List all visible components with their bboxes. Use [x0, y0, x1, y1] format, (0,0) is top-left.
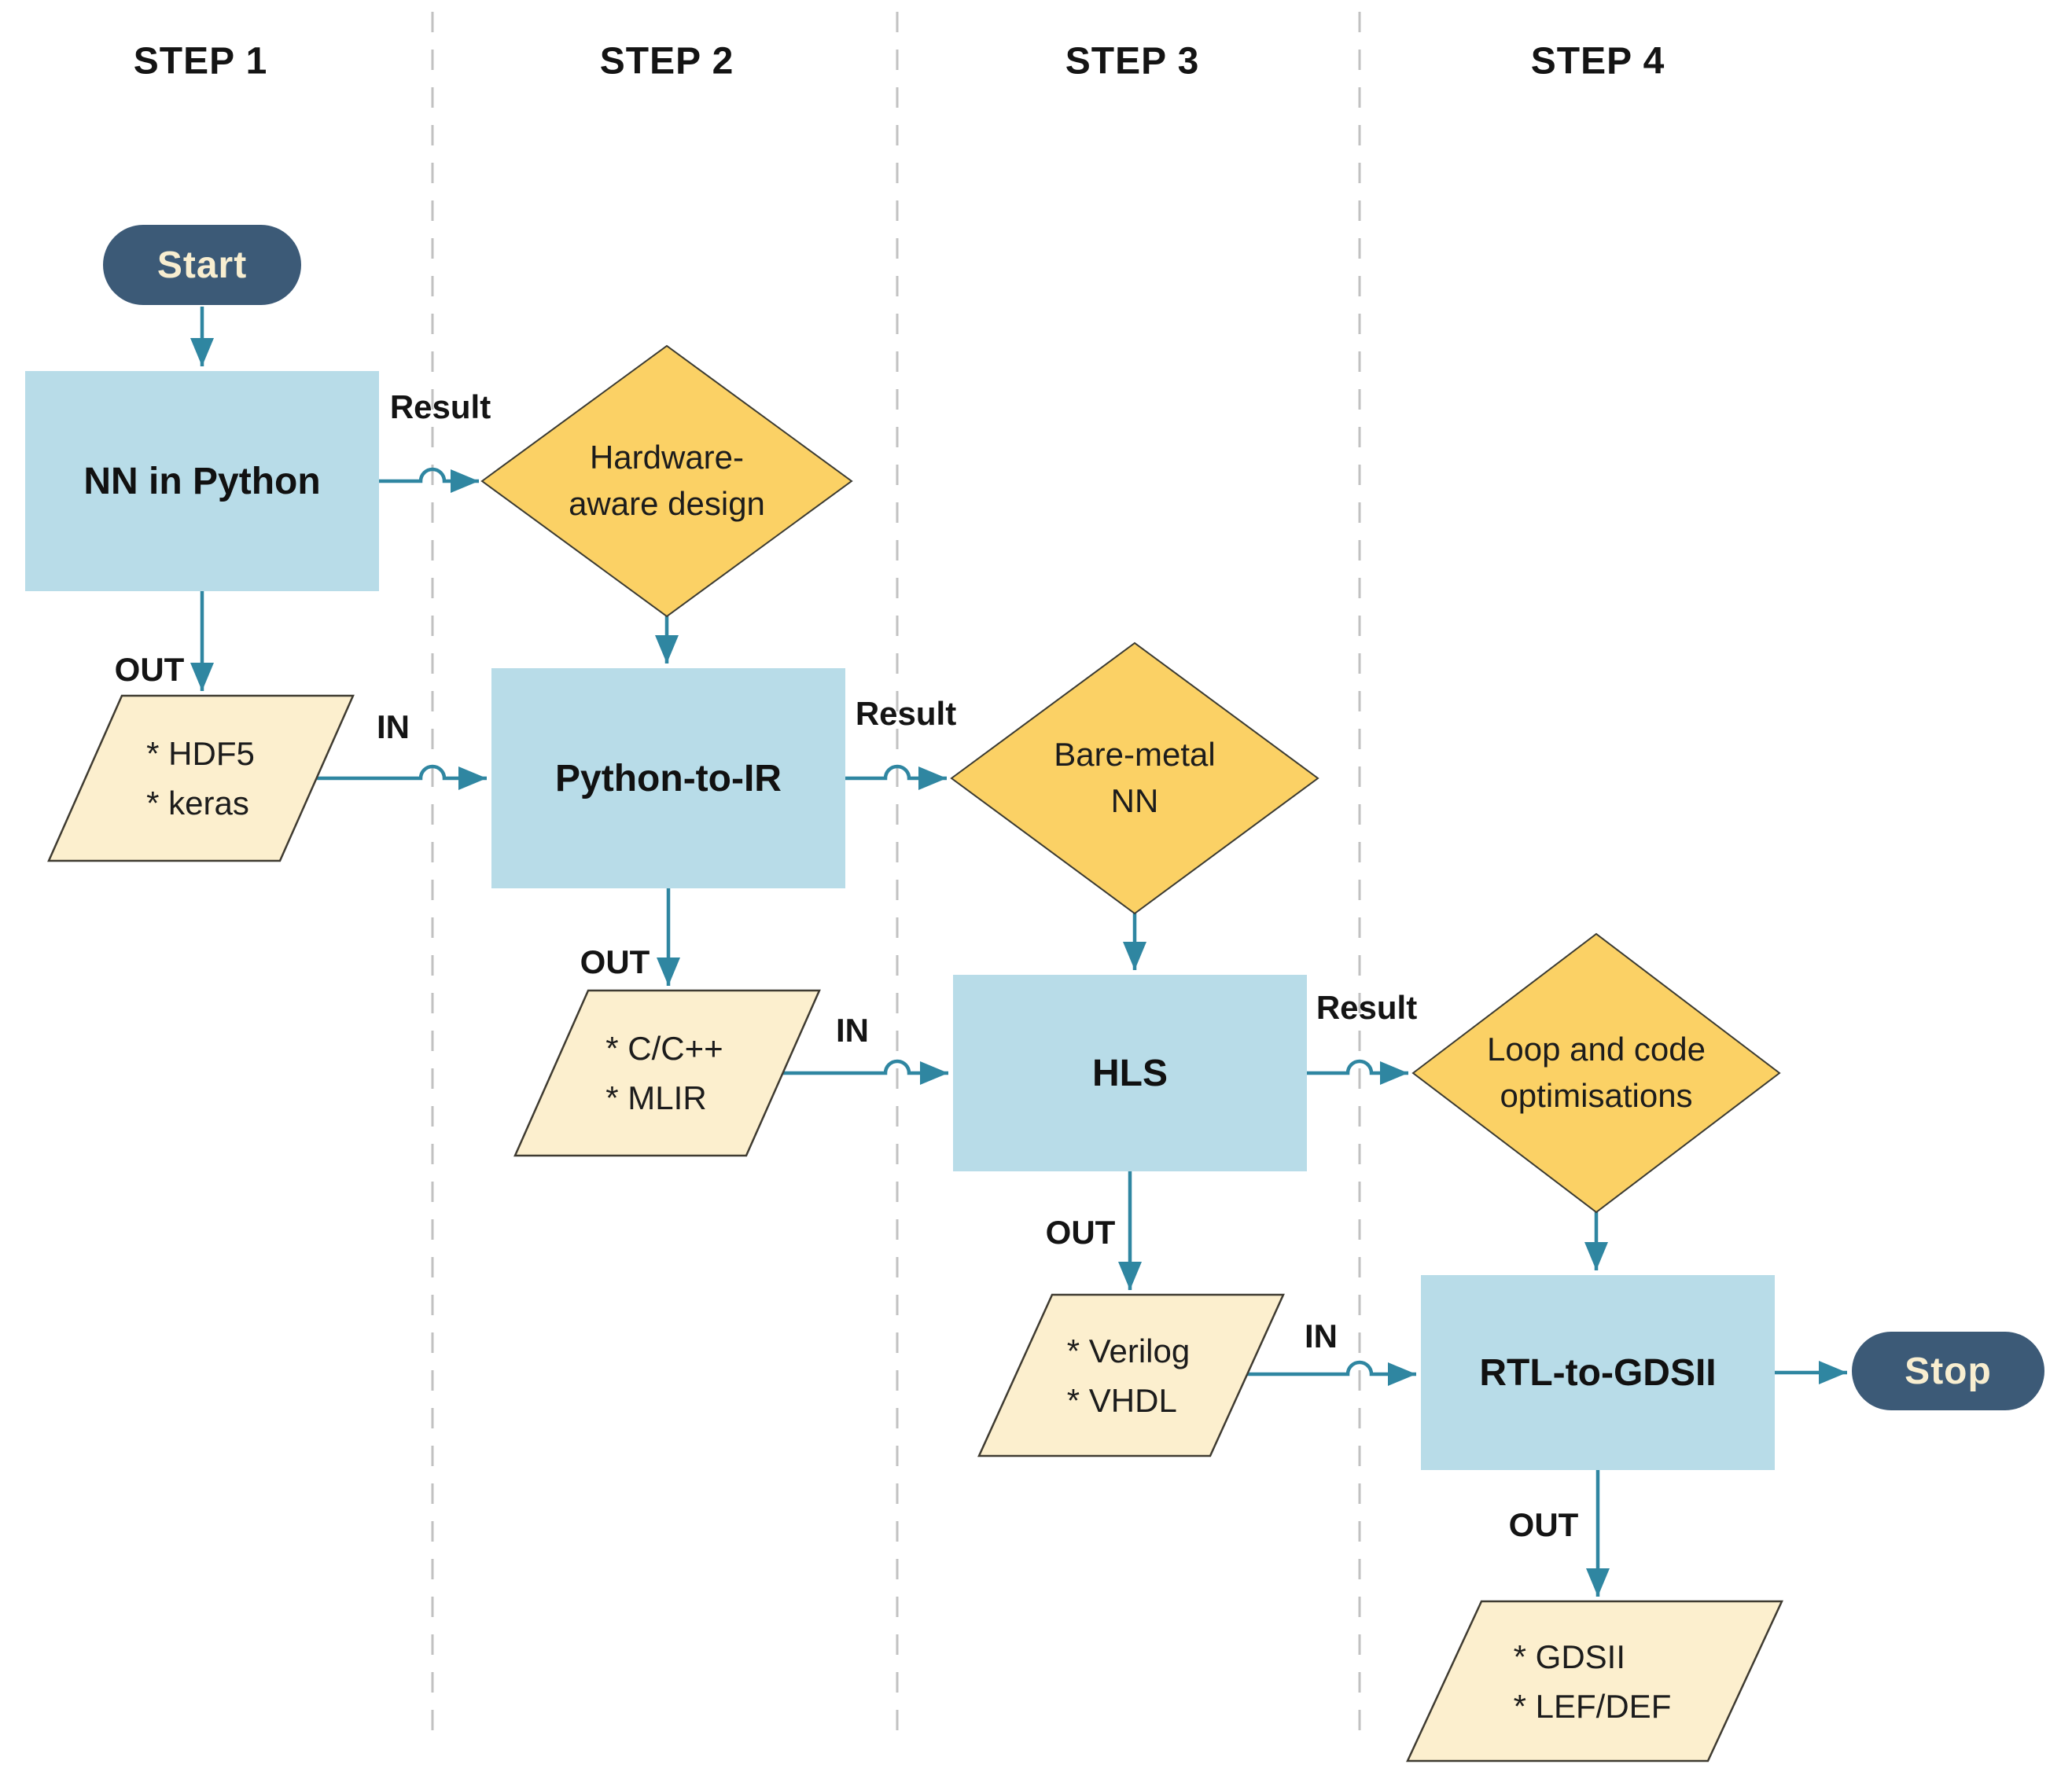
hls-process-shape — [953, 975, 1307, 1171]
edge-hdf5-keras-to-python-to-ir — [316, 764, 487, 790]
step-header-2: STEP 2 — [599, 40, 734, 83]
bare-metal-decision-shape — [950, 641, 1319, 915]
verilog-vhdl-node-label: * Verilog * VHDL — [995, 1295, 1262, 1456]
loop-opt-decision-shape — [1411, 932, 1781, 1214]
verilog-vhdl-data-shape — [977, 1293, 1285, 1457]
edge-verilog-vhdl-to-rtl — [1246, 1360, 1416, 1386]
edge-label-result-1: Result — [389, 388, 491, 425]
hdf5-keras-node-label: * HDF5 * keras — [67, 696, 334, 861]
nn-in-python-node-label: NN in Python — [83, 460, 321, 502]
python-to-ir-process-shape — [491, 668, 845, 888]
edge-label-result-2: Result — [855, 695, 957, 732]
nn-in-python-process-shape — [25, 371, 379, 591]
edge-label-result-3: Result — [1316, 989, 1418, 1026]
edge-nn-to-hardware-aware — [379, 467, 479, 493]
rtl-to-gdsii-node-label: RTL-to-GDSII — [1479, 1351, 1717, 1394]
edge-label-in-2: IN — [836, 1012, 869, 1049]
edge-c-mlir-to-hls — [782, 1059, 948, 1085]
bare-metal-node-label: Bare-metal NN — [1054, 736, 1216, 819]
stop-node-label: Stop — [1905, 1350, 1992, 1392]
gdsii-lefdef-node-label: * GDSII * LEF/DEF — [1423, 1601, 1761, 1761]
python-to-ir-node-label: Python-to-IR — [555, 757, 782, 799]
edge-hls-to-loop-opt — [1307, 1059, 1408, 1085]
start-terminator-shape — [103, 225, 301, 305]
c-mlir-node-text: * C/C++ * MLIR — [605, 1030, 723, 1116]
edge-label-out-3: OUT — [1045, 1214, 1116, 1251]
step-header-4: STEP 4 — [1530, 40, 1665, 83]
start-node-label: Start — [156, 244, 248, 286]
edge-python-to-ir-to-bare-metal — [845, 764, 947, 790]
hardware-aware-decision-shape — [480, 344, 853, 618]
hdf5-keras-data-shape — [47, 694, 355, 862]
edge-label-in-1: IN — [377, 708, 410, 745]
gdsii-lefdef-data-shape — [1406, 1600, 1783, 1762]
rtl-to-gdsii-process-shape — [1421, 1275, 1775, 1470]
c-mlir-node-label: * C/C++ * MLIR — [531, 991, 798, 1156]
gdsii-lefdef-node-text: * GDSII * LEF/DEF — [1513, 1638, 1672, 1725]
step-header-1: STEP 1 — [133, 40, 268, 83]
loop-opt-node-label: Loop and code optimisations — [1487, 1031, 1706, 1114]
hardware-aware-node-label: Hardware- aware design — [569, 439, 765, 522]
hls-node-label: HLS — [1092, 1052, 1168, 1094]
step-header-3: STEP 3 — [1065, 40, 1200, 83]
edge-label-out-2: OUT — [580, 943, 650, 980]
edge-label-in-3: IN — [1305, 1318, 1338, 1354]
edge-label-out-1: OUT — [114, 651, 185, 688]
verilog-vhdl-node-text: * Verilog * VHDL — [1066, 1332, 1191, 1419]
hdf5-keras-node-text: * HDF5 * keras — [146, 735, 255, 822]
stop-terminator-shape — [1852, 1332, 2044, 1410]
c-mlir-data-shape — [513, 989, 821, 1157]
edge-label-out-4: OUT — [1508, 1506, 1579, 1543]
